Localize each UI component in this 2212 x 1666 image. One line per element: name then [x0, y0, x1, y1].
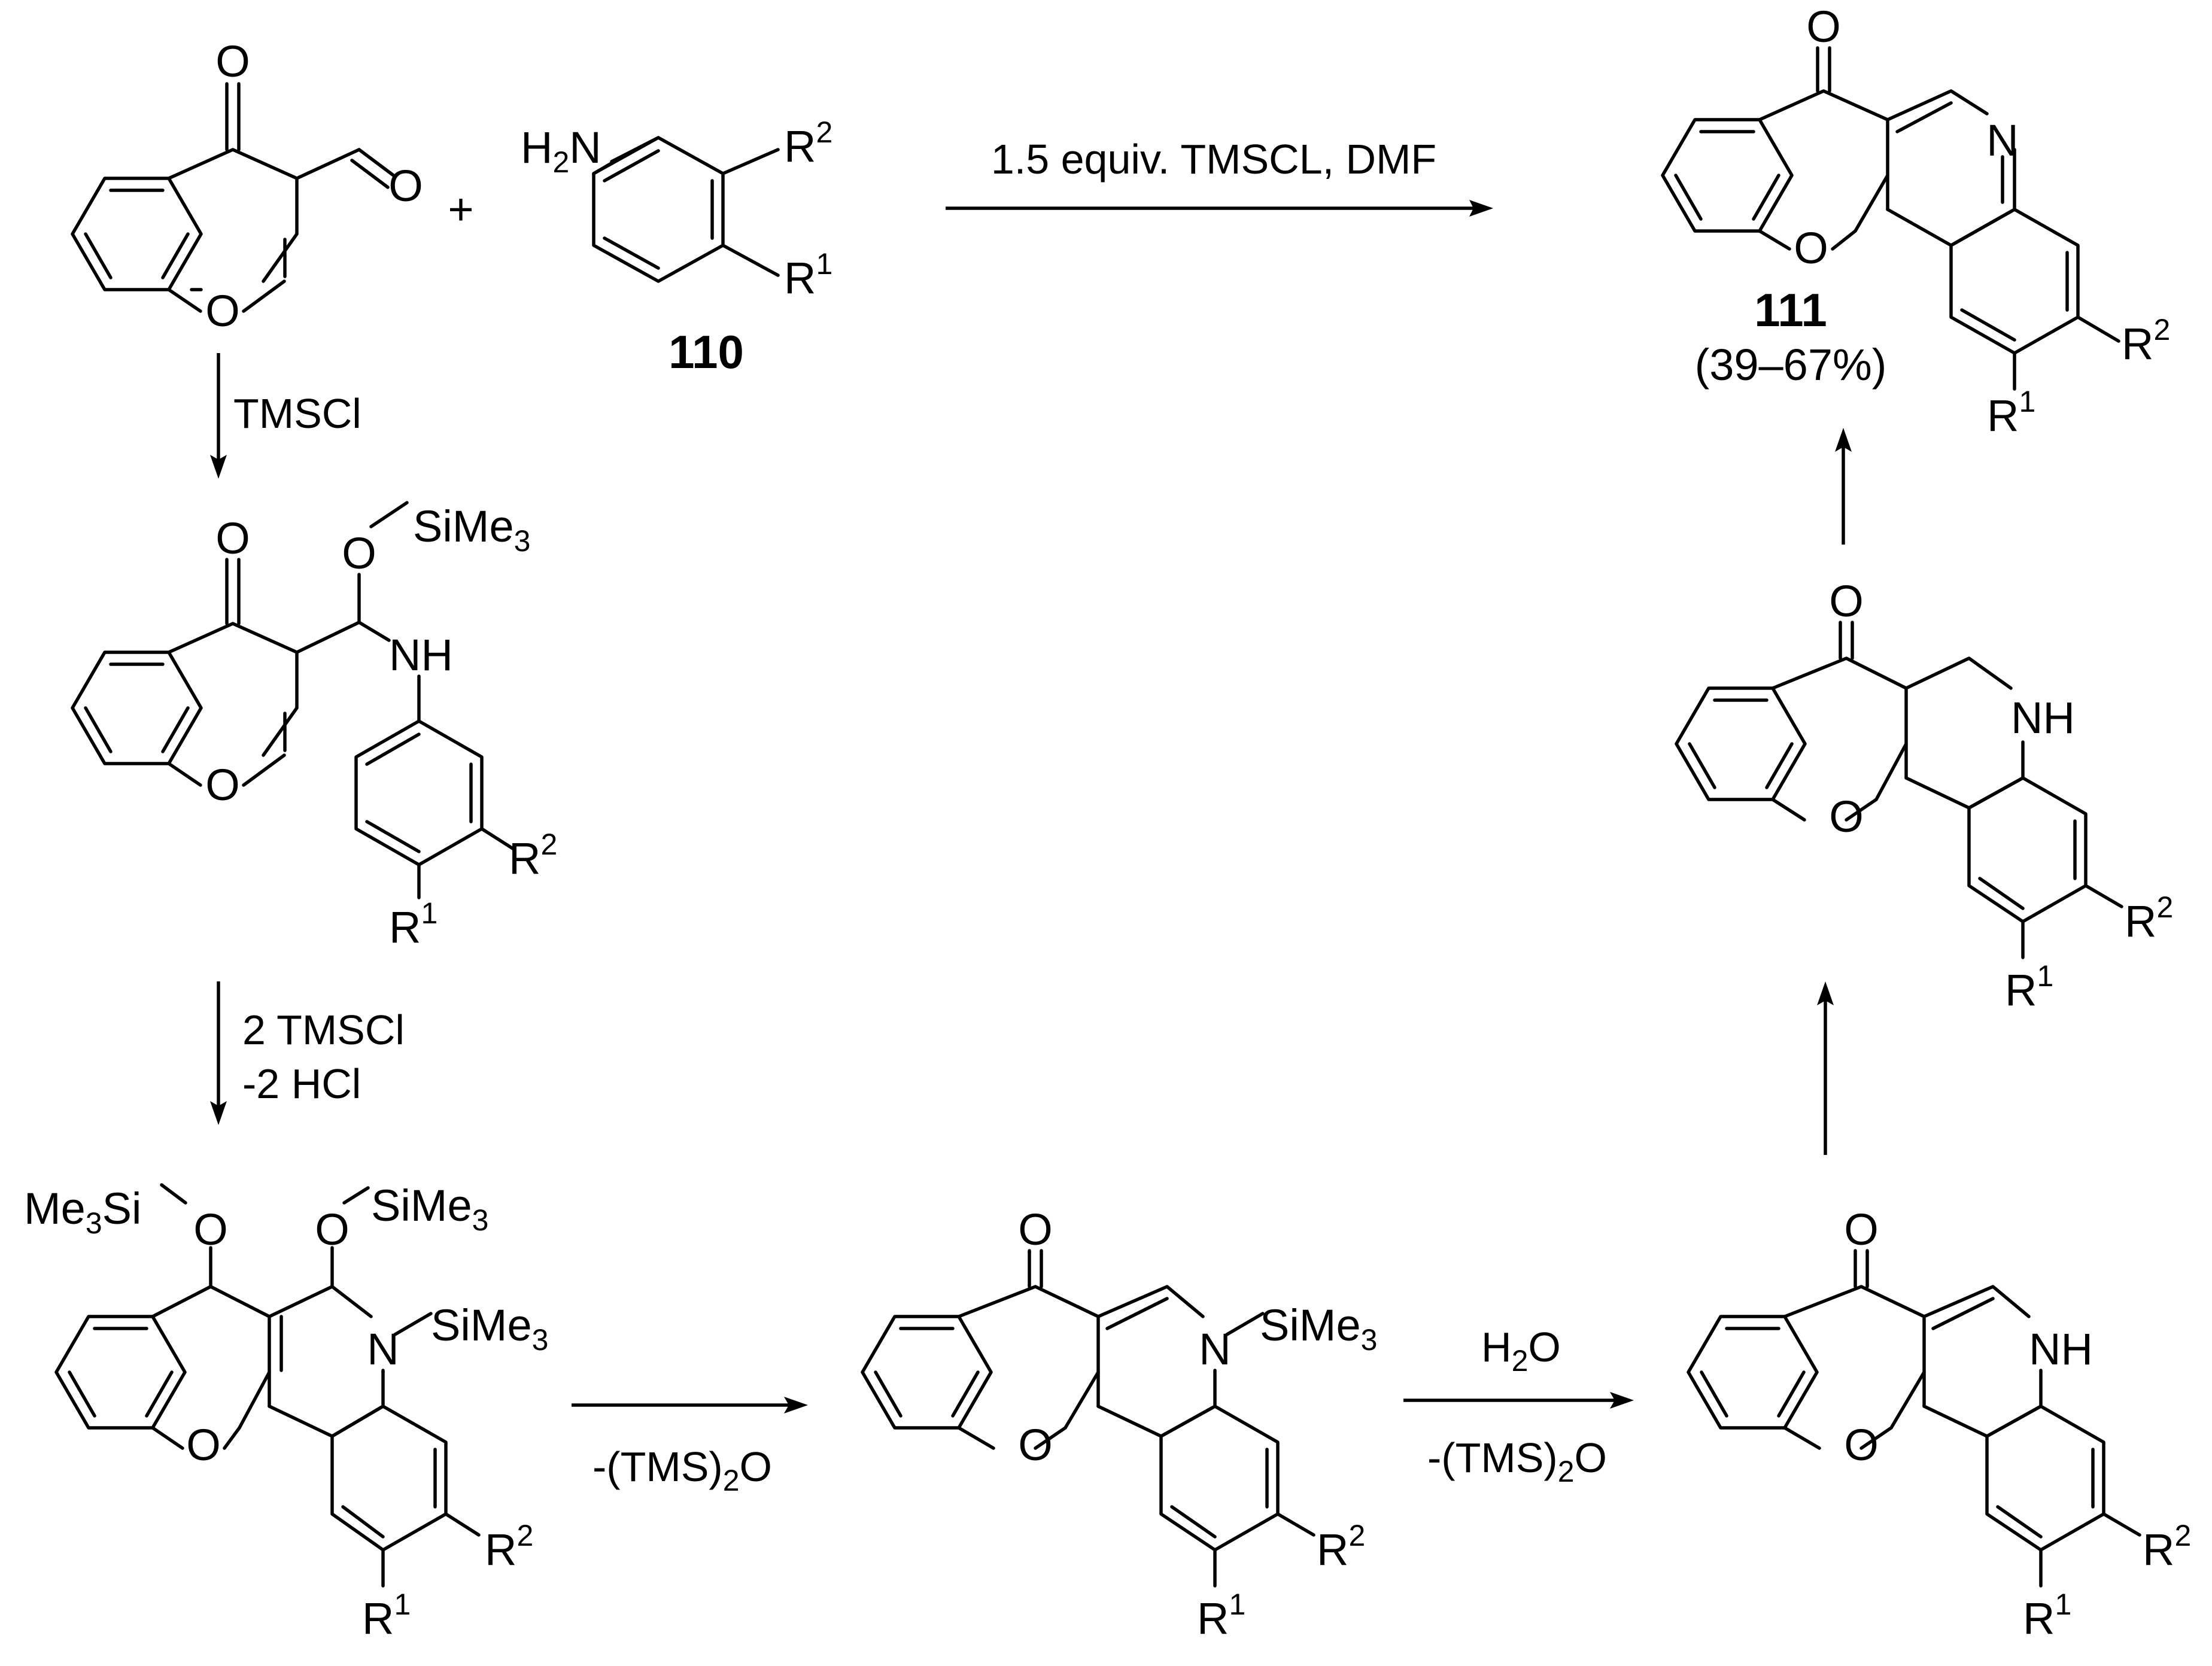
int2-r1: R1	[362, 1588, 411, 1643]
int3-ring-o: O	[1018, 1420, 1053, 1470]
int1-ring-o: O	[205, 760, 240, 810]
int1-osime3: SiMe3	[413, 501, 530, 558]
int5-r2: R2	[2125, 890, 2173, 946]
product-carbonyl-o: O	[1806, 2, 1841, 51]
product-n: N	[1986, 115, 2018, 165]
product-r1: R1	[1987, 385, 2035, 440]
compound-111-label: 111	[1754, 284, 1827, 336]
int4-carbonyl-o: O	[1844, 1205, 1879, 1254]
carbonyl-o-label: O	[215, 37, 250, 86]
intermediate-3-structure	[861, 1249, 1315, 1588]
aldehyde-o-label: O	[388, 161, 423, 211]
int5-r1: R1	[2005, 959, 2053, 1015]
int2-n: N	[367, 1324, 399, 1374]
int2-ring-o: O	[186, 1420, 221, 1470]
int4-ring-o: O	[1844, 1420, 1879, 1470]
step2-conditions-line2: -2 HCl	[242, 1060, 361, 1107]
int4-nh: NH	[2029, 1324, 2093, 1374]
step1-conditions: TMSCl	[233, 390, 361, 437]
intermediate-1-structure	[71, 501, 516, 899]
product-r2: R2	[2122, 313, 2170, 369]
intermediate-4-structure	[1687, 1249, 2141, 1588]
aniline-110-structure	[592, 136, 780, 283]
int3-carbonyl-o: O	[1018, 1205, 1053, 1254]
int2-ether-o2: O	[315, 1205, 350, 1254]
int5-ring-o: O	[1829, 792, 1864, 841]
amine-label: H2N	[521, 123, 601, 179]
int1-nh: NH	[389, 630, 453, 680]
compound-110-label: 110	[669, 326, 744, 378]
top-conditions: 1.5 equiv. TMSCL, DMF	[991, 136, 1436, 183]
int2-me3si: Me3Si	[24, 1184, 141, 1240]
product-yield: (39–67%)	[1695, 340, 1887, 390]
product-111-structure	[1661, 46, 2120, 391]
intermediate-2-structure	[54, 1183, 481, 1588]
int2-ether-o1: O	[193, 1205, 228, 1254]
int4-r2: R2	[2143, 1519, 2191, 1574]
step4-conditions-line1: H2O	[1481, 1324, 1561, 1378]
int2-osime3: SiMe3	[371, 1181, 488, 1237]
int1-r2: R2	[509, 828, 557, 883]
int3-r2: R2	[1317, 1519, 1365, 1574]
int3-r1: R1	[1197, 1588, 1245, 1643]
aniline-r1-label: R1	[784, 247, 832, 303]
step4-conditions-line2: -(TMS)2O	[1427, 1434, 1607, 1488]
int2-r2: R2	[485, 1519, 533, 1574]
aniline-r2-label: R2	[784, 115, 832, 171]
int4-r1: R1	[2023, 1588, 2071, 1643]
step3-conditions: -(TMS)2O	[592, 1443, 772, 1497]
int5-carbonyl-o: O	[1829, 576, 1864, 626]
int3-n: N	[1199, 1324, 1230, 1374]
intermediate-5-structure	[1675, 621, 2123, 959]
step2-conditions-line1: 2 TMSCl	[242, 1007, 405, 1053]
formylchromone-structure	[71, 82, 397, 313]
int3-nsime3: SiMe3	[1260, 1300, 1377, 1357]
int1-ether-o: O	[342, 528, 376, 578]
int1-r1: R1	[389, 896, 437, 952]
int5-nh: NH	[2011, 693, 2075, 743]
int1-carbonyl-o: O	[215, 513, 250, 563]
plus-sign: +	[448, 184, 473, 234]
ring-o-label: O	[205, 286, 240, 336]
int2-nsime3: SiMe3	[431, 1300, 548, 1357]
product-ring-o: O	[1794, 223, 1828, 273]
